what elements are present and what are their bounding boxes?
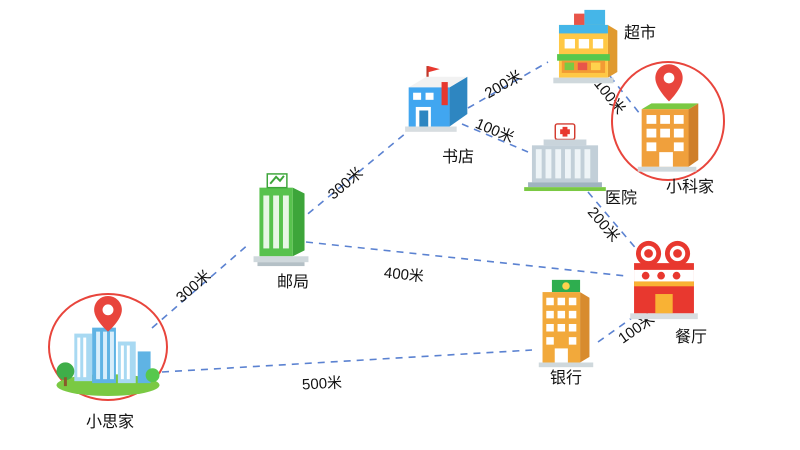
distance-line-home-xiaosi-post-office xyxy=(151,242,251,329)
home-xiaoke-label: 小科家 xyxy=(665,179,715,196)
restaurant-label: 餐厅 xyxy=(674,329,708,346)
highlight-circle-home-xiaoke xyxy=(611,61,725,181)
supermarket-label: 超市 xyxy=(623,25,657,42)
distance-line-post-office-restaurant xyxy=(305,241,627,277)
distance-label-post-office-restaurant: 400米 xyxy=(383,264,425,286)
highlight-circle-home-xiaosi xyxy=(48,293,168,401)
home-xiaosi-label: 小思家 xyxy=(85,414,135,431)
hospital-label: 医院 xyxy=(604,190,638,207)
distance-line-bookstore-supermarket xyxy=(467,61,549,109)
distance-line-hospital-restaurant xyxy=(587,191,645,259)
distance-line-post-office-bookstore xyxy=(297,127,413,223)
home-xiaosi-building-icon[interactable] xyxy=(52,292,164,397)
bank-label: 银行 xyxy=(549,370,583,387)
post-office-building-icon[interactable] xyxy=(245,170,317,270)
post-office-label: 邮局 xyxy=(276,274,310,291)
hospital-building-icon[interactable] xyxy=(520,122,610,192)
distance-line-bank-restaurant xyxy=(597,307,647,343)
distance-label-home-xiaosi-bank: 500米 xyxy=(301,374,343,394)
restaurant-building-icon[interactable] xyxy=(626,238,702,323)
bookstore-building-icon[interactable] xyxy=(398,60,478,145)
supermarket-building-icon[interactable] xyxy=(540,8,625,88)
bookstore-label: 书店 xyxy=(441,149,475,166)
home-xiaoke-building-icon[interactable] xyxy=(628,62,710,172)
distance-line-home-xiaosi-bank xyxy=(161,349,533,373)
bank-building-icon[interactable] xyxy=(532,278,600,370)
